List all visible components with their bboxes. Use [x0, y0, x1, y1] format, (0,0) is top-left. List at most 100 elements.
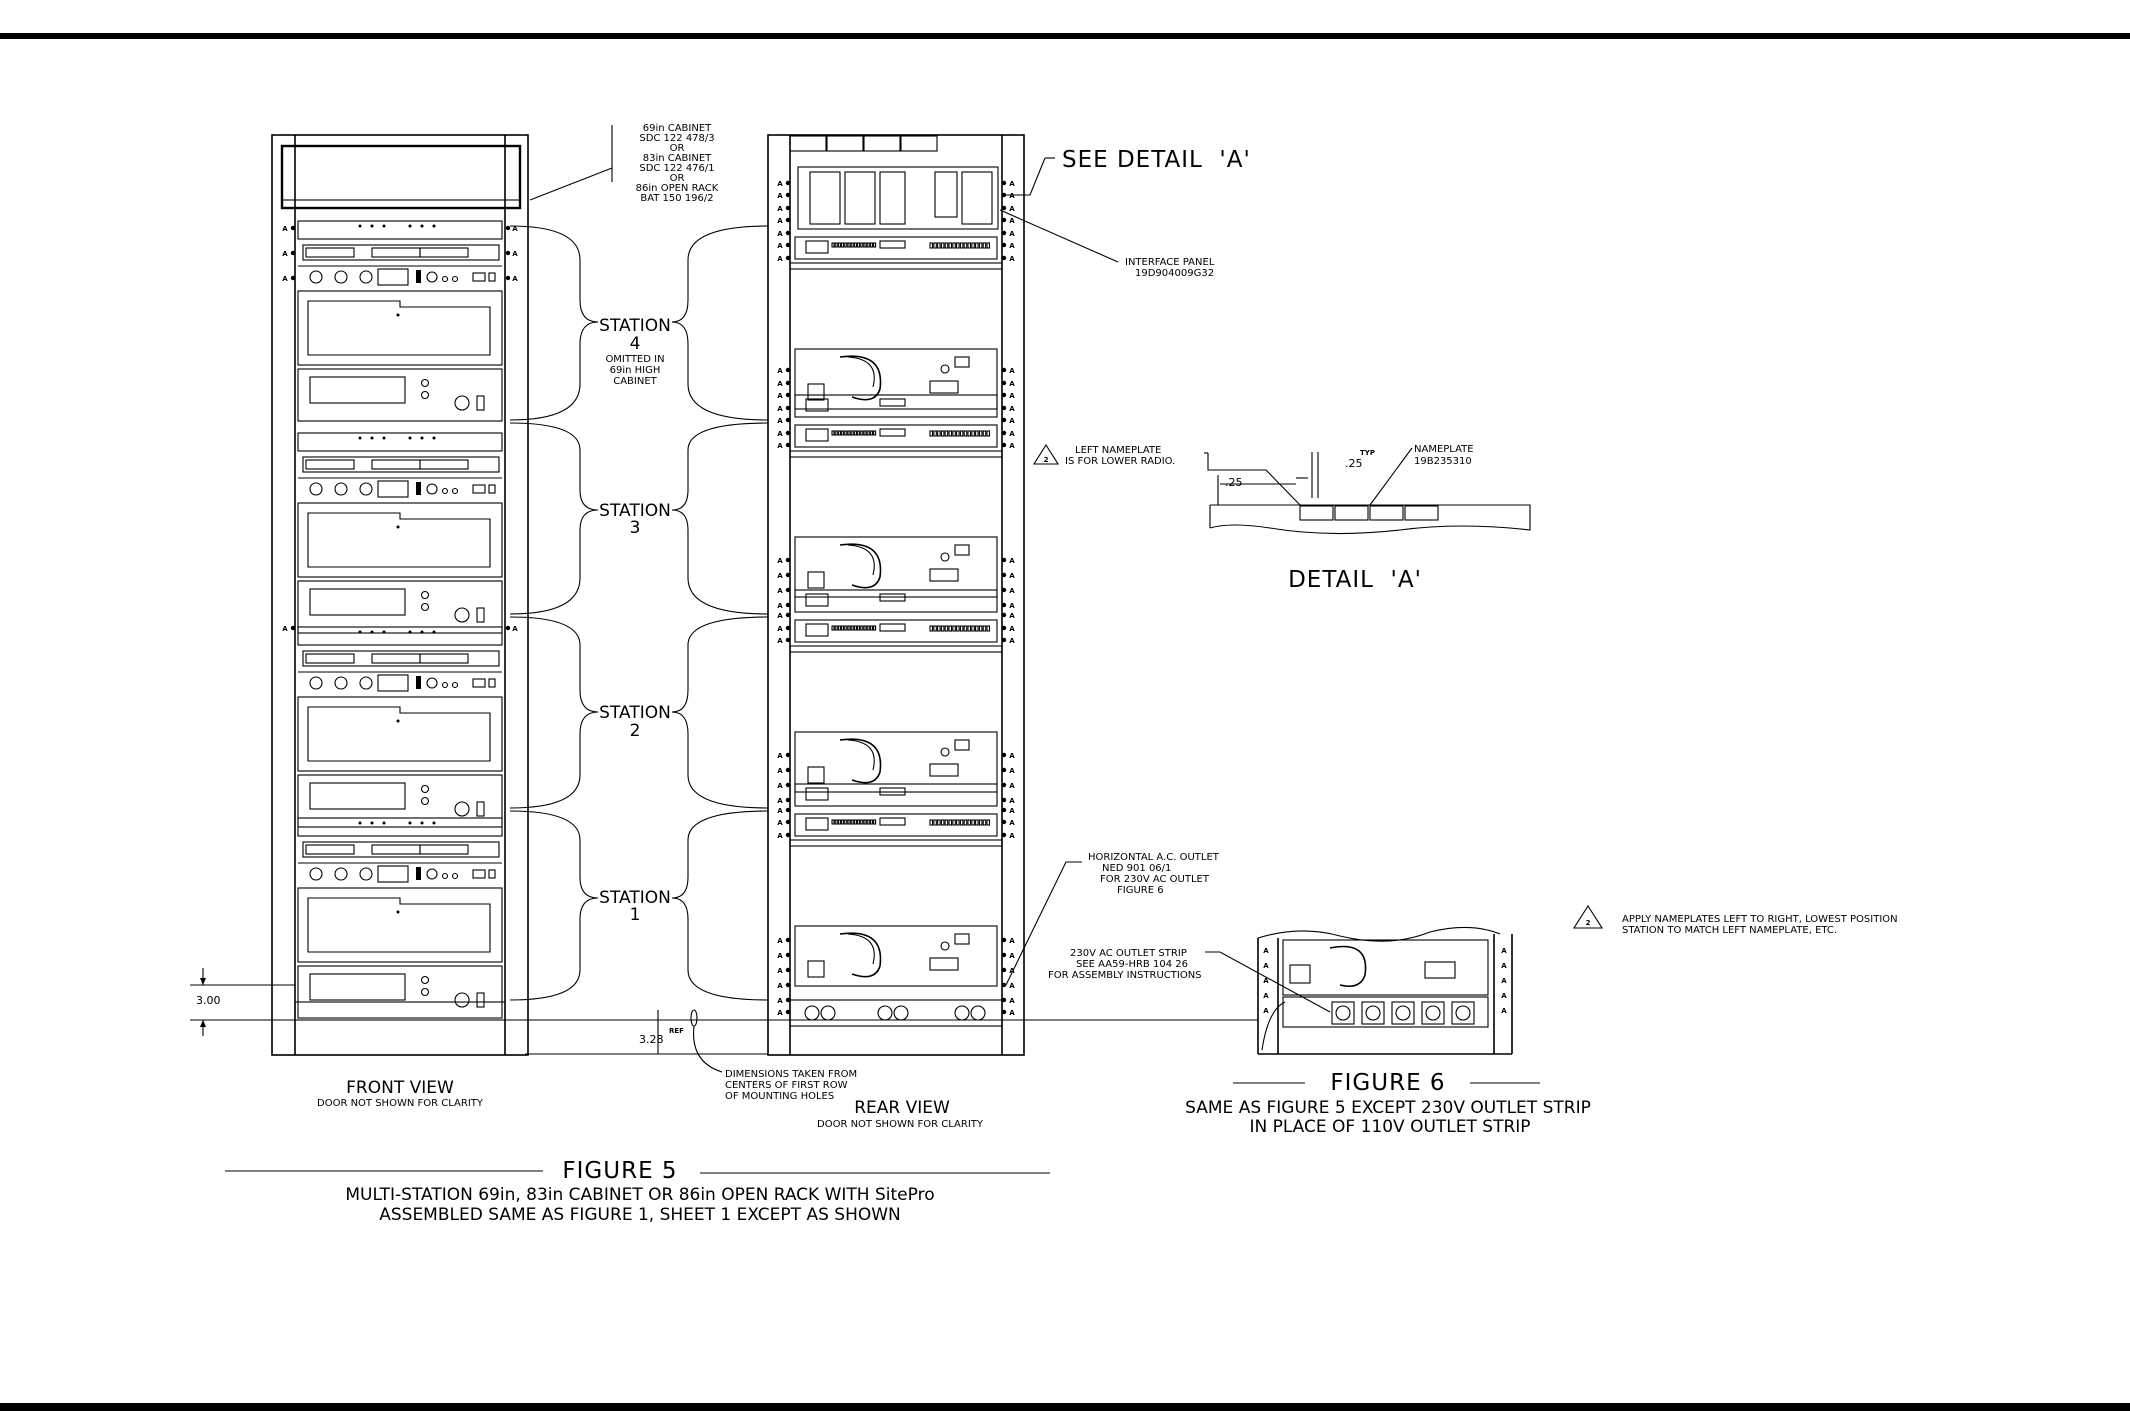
figure5-caption: FIGURE 5 MULTI-STATION 69in, 83in CABINE…	[225, 1158, 1050, 1225]
hole-mark-label: A	[777, 807, 783, 815]
front-station-unit	[297, 626, 503, 828]
svg-text:.25: .25	[1225, 476, 1243, 489]
hole-mark-label: A	[1009, 230, 1015, 238]
hole-mark-label: A	[1009, 807, 1015, 815]
interface-panel-callout: INTERFACE PANEL 19D904009G32	[999, 209, 1215, 279]
hole-mark-label: A	[1263, 962, 1269, 970]
hole-mark-label: A	[1009, 180, 1015, 188]
hole-mark-label: A	[777, 417, 783, 425]
hole-mark-label: A	[777, 405, 783, 413]
apply-note: 2 APPLY NAMEPLATES LEFT TO RIGHT, LOWEST…	[1572, 904, 1898, 936]
cabinet-callout: 69in CABINET SDC 122 478/3 OR 83in CABIN…	[529, 123, 719, 204]
station-2-number: 2	[630, 721, 641, 741]
ac-outlet-callout: HORIZONTAL A.C. OUTLET NED 901 06/1 FOR …	[1005, 852, 1220, 986]
svg-text:69in CABINET: 69in CABINET	[643, 123, 712, 134]
front-view-sub: DOOR NOT SHOWN FOR CLARITY	[317, 1098, 484, 1109]
rear-station-unit	[789, 783, 1003, 987]
hole-mark-label: A	[1009, 997, 1015, 1005]
front-view-rack	[271, 134, 529, 1056]
hole-mark-label: A	[1501, 962, 1507, 970]
hole-mark-label: A	[777, 442, 783, 450]
hole-mark-label: A	[1009, 430, 1015, 438]
svg-text:FIGURE 5: FIGURE 5	[562, 1158, 677, 1184]
hole-mark-label: A	[777, 637, 783, 645]
hole-mark-label: A	[777, 205, 783, 213]
svg-text:230V AC OUTLET STRIP: 230V AC OUTLET STRIP	[1070, 948, 1187, 959]
hole-mark-label: A	[1009, 572, 1015, 580]
front-view-title: FRONT VIEW	[346, 1078, 454, 1098]
hole-mark-label: A	[512, 275, 518, 283]
rear-view-rack	[767, 134, 1025, 1056]
hole-mark-label: A	[512, 225, 518, 233]
hole-mark-label: A	[1009, 952, 1015, 960]
svg-text:19D904009G32: 19D904009G32	[1135, 268, 1214, 279]
figure6-rack	[1257, 926, 1513, 1055]
hole-mark-label: A	[1009, 380, 1015, 388]
hole-mark-label: A	[777, 625, 783, 633]
hole-mark-label: A	[777, 782, 783, 790]
hole-mark-label: A	[1009, 819, 1015, 827]
hole-mark-label: A	[1009, 442, 1015, 450]
hole-mark-label: A	[1009, 587, 1015, 595]
hole-mark-label: A	[777, 587, 783, 595]
station-4-note-2: 69in HIGH	[610, 365, 661, 376]
svg-text:3.28: 3.28	[639, 1033, 664, 1046]
hole-mark-label: A	[1009, 417, 1015, 425]
svg-text:OF MOUNTING HOLES: OF MOUNTING HOLES	[725, 1091, 834, 1102]
station-4-note-1: OMITTED IN	[605, 354, 664, 365]
svg-text:SEE DETAIL 'A': SEE DETAIL 'A'	[1062, 147, 1251, 173]
station-3-number: 3	[630, 518, 641, 538]
hole-mark-label: A	[1009, 1009, 1015, 1017]
hole-mark-label: A	[1263, 947, 1269, 955]
hole-mark-label: A	[282, 225, 288, 233]
hole-mark-label: A	[1009, 832, 1015, 840]
hole-mark-label: A	[777, 557, 783, 565]
hole-mark-label: A	[777, 380, 783, 388]
hole-mark-label: A	[1263, 1007, 1269, 1015]
hole-mark-label: A	[1009, 602, 1015, 610]
hole-mark-label: A	[777, 819, 783, 827]
svg-text:SDC 122 478/3: SDC 122 478/3	[639, 133, 714, 144]
see-detail-callout: SEE DETAIL 'A'	[1002, 147, 1251, 196]
hole-mark-label: A	[1009, 637, 1015, 645]
hole-mark-label: A	[1009, 557, 1015, 565]
front-station-unit	[297, 220, 503, 422]
dimensions-note: DIMENSIONS TAKEN FROM CENTERS OF FIRST R…	[725, 1069, 857, 1102]
svg-text:NED 901 06/1: NED 901 06/1	[1102, 863, 1171, 874]
hole-mark-label: A	[777, 367, 783, 375]
figure6-caption: FIGURE 6 SAME AS FIGURE 5 EXCEPT 230V OU…	[1185, 1070, 1591, 1137]
hole-mark-label: A	[1501, 947, 1507, 955]
svg-text:REF: REF	[669, 1027, 684, 1035]
hole-mark-label: A	[777, 997, 783, 1005]
hole-mark-label: A	[777, 192, 783, 200]
hole-mark-label: A	[512, 250, 518, 258]
hole-mark-label: A	[1009, 192, 1015, 200]
detail-a-note-marker: 2	[1044, 456, 1049, 464]
hole-mark-label: A	[1009, 392, 1015, 400]
rear-view-sub: DOOR NOT SHOWN FOR CLARITY	[817, 1119, 984, 1130]
hole-mark-label: A	[777, 217, 783, 225]
hole-mark-label: A	[777, 832, 783, 840]
svg-text:DIMENSIONS TAKEN FROM: DIMENSIONS TAKEN FROM	[725, 1069, 857, 1080]
hole-mark-label: A	[1009, 242, 1015, 250]
hole-mark-label: A	[1009, 255, 1015, 263]
svg-text:ASSEMBLED SAME AS FIGURE 1, SH: ASSEMBLED SAME AS FIGURE 1, SHEET 1 EXCE…	[379, 1205, 901, 1225]
hole-mark-label: A	[777, 255, 783, 263]
front-top-panel	[280, 144, 522, 210]
svg-text:19B235310: 19B235310	[1414, 456, 1472, 467]
hole-mark-label: A	[1009, 367, 1015, 375]
hole-mark-label: A	[777, 797, 783, 805]
hole-mark-label: A	[1501, 977, 1507, 985]
hole-mark-label: A	[777, 752, 783, 760]
rear-nameplate-slots	[789, 135, 938, 152]
svg-text:MULTI-STATION 69in, 83in CABIN: MULTI-STATION 69in, 83in CABINET OR 86in…	[345, 1185, 934, 1205]
hole-mark-label: A	[777, 430, 783, 438]
svg-text:NAMEPLATE: NAMEPLATE	[1414, 444, 1474, 455]
svg-text:FIGURE 6: FIGURE 6	[1117, 885, 1164, 896]
hole-mark-label: A	[282, 250, 288, 258]
hole-mark-label: A	[777, 1009, 783, 1017]
hole-mark-label: A	[1009, 205, 1015, 213]
svg-text:83in CABINET: 83in CABINET	[643, 153, 712, 164]
hole-mark-label: A	[1263, 992, 1269, 1000]
hole-mark-label: A	[1501, 1007, 1507, 1015]
